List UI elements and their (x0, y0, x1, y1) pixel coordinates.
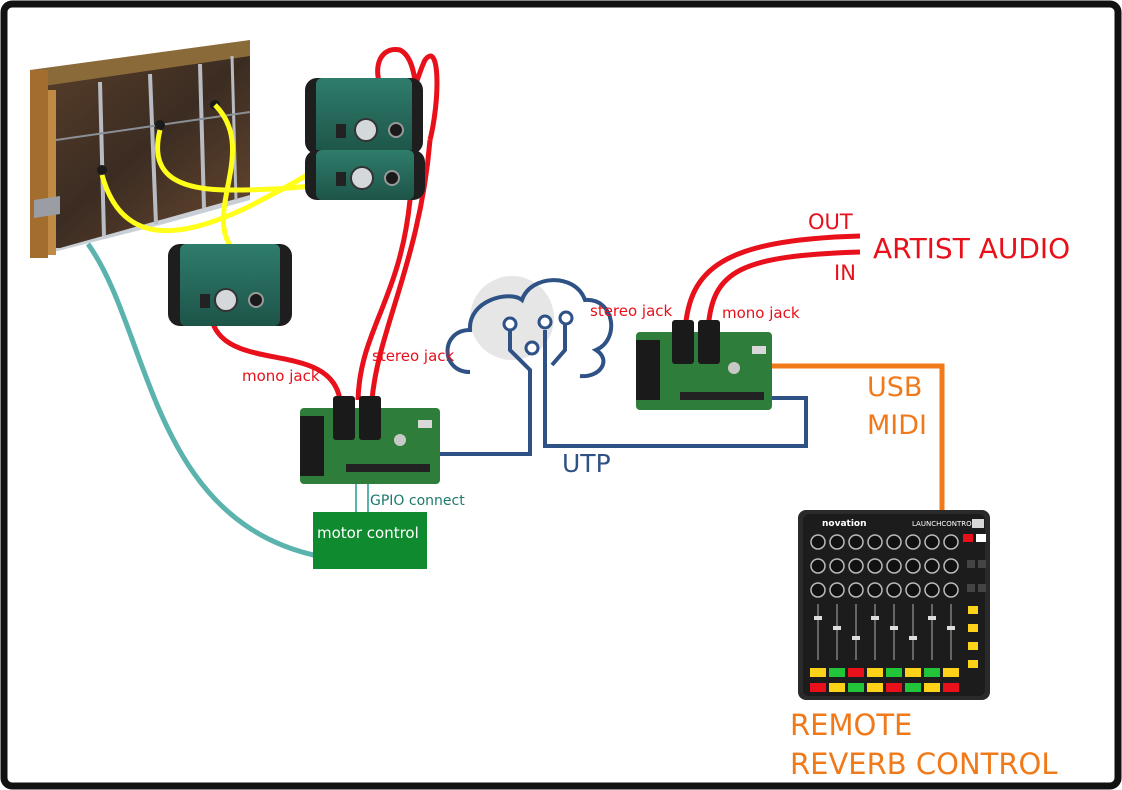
controller-knob (943, 558, 959, 574)
controller-knob (829, 558, 845, 574)
controller-fader-cap (909, 636, 917, 640)
controller-pad (886, 683, 902, 692)
di-box-top (305, 78, 423, 154)
controller-pad (810, 683, 826, 692)
controller-knob (867, 534, 883, 550)
controller-knob (848, 558, 864, 574)
out-label: OUT (808, 210, 853, 234)
controller-fader-cap (947, 626, 955, 630)
utp-cables (440, 396, 808, 456)
controller-knob (886, 534, 902, 550)
controller-knob (810, 534, 826, 550)
controller-knob (886, 558, 902, 574)
audio-cables (207, 47, 861, 401)
controller-knob (829, 534, 845, 550)
controller-pad (924, 683, 940, 692)
controller-knob (848, 534, 864, 550)
mono-jack-label-left: mono jack (242, 367, 320, 385)
controller-pad (848, 668, 864, 677)
controller-knob (810, 558, 826, 574)
controller-knob (810, 582, 826, 598)
motor-cable (85, 242, 319, 559)
di-box-bottom (168, 244, 292, 326)
stereo-jack-label-left: stereo jack (372, 347, 455, 365)
controller-pad (886, 668, 902, 677)
controller-knob (943, 582, 959, 598)
controller-knob (829, 582, 845, 598)
controller-pad (905, 668, 921, 677)
controller-knob (905, 558, 921, 574)
remote-label: REMOTE (790, 708, 912, 742)
controller-pad (943, 683, 959, 692)
controller-fader-track (817, 604, 819, 660)
controller-pad (848, 683, 864, 692)
mono-jack-label-right: mono jack (722, 304, 800, 322)
controller-fader-track (950, 604, 952, 660)
stereo-jack-label-right: stereo jack (590, 302, 673, 320)
controller-fader-cap (928, 616, 936, 620)
controller-knob (867, 582, 883, 598)
controller-fader-track (874, 604, 876, 660)
controller-buttons (810, 668, 959, 692)
controller-model: LAUNCHCONTROL (912, 520, 976, 528)
controller-pad (810, 668, 826, 677)
controller-model-badge-bg (972, 519, 984, 528)
controller-knob (924, 534, 940, 550)
controller-brand: novation (822, 519, 867, 529)
controller-knob (943, 534, 959, 550)
controller-knob (924, 582, 940, 598)
audio-board-left (300, 396, 440, 484)
reverb-plate-photo (30, 40, 251, 258)
motor-control-box (313, 512, 427, 569)
controller-knob (886, 582, 902, 598)
controller-pad (829, 683, 845, 692)
motor-control-label: motor control (317, 524, 419, 542)
gpio-connect-label: GPIO connect (370, 493, 465, 509)
in-label: IN (834, 261, 856, 285)
utp-label: UTP (562, 449, 611, 478)
controller-knob (867, 558, 883, 574)
audio-board-right (636, 320, 772, 410)
controller-pad (924, 668, 940, 677)
controller-pad (867, 683, 883, 692)
controller-knob (905, 582, 921, 598)
controller-pad (867, 668, 883, 677)
di-box-middle (305, 150, 425, 200)
controller-fader-cap (890, 626, 898, 630)
controller-fader-cap (852, 636, 860, 640)
controller-pad (905, 683, 921, 692)
controller-knob (848, 582, 864, 598)
midi-controller (798, 510, 990, 700)
usb-midi-cable (772, 363, 945, 512)
controller-fader-cap (814, 616, 822, 620)
artist-audio-label: ARTIST AUDIO (873, 232, 1070, 265)
reverb-control-label: REVERB CONTROL (790, 747, 1058, 781)
controller-fader-cap (833, 626, 841, 630)
controller-pad (829, 668, 845, 677)
controller-fader-cap (871, 616, 879, 620)
controller-knob (905, 534, 921, 550)
usb-label: USB (867, 372, 922, 403)
gpio-lines (355, 480, 369, 512)
cloud-network-icon (445, 276, 614, 410)
controller-fader-track (931, 604, 933, 660)
midi-label: MIDI (867, 410, 927, 441)
controller-knob (924, 558, 940, 574)
controller-fader-track (893, 604, 895, 660)
controller-knobs (810, 534, 959, 598)
controller-pad (943, 668, 959, 677)
controller-fader-track (912, 604, 914, 660)
controller-fader-track (836, 604, 838, 660)
controller-fader-track (855, 604, 857, 660)
controller-faders (814, 604, 955, 660)
